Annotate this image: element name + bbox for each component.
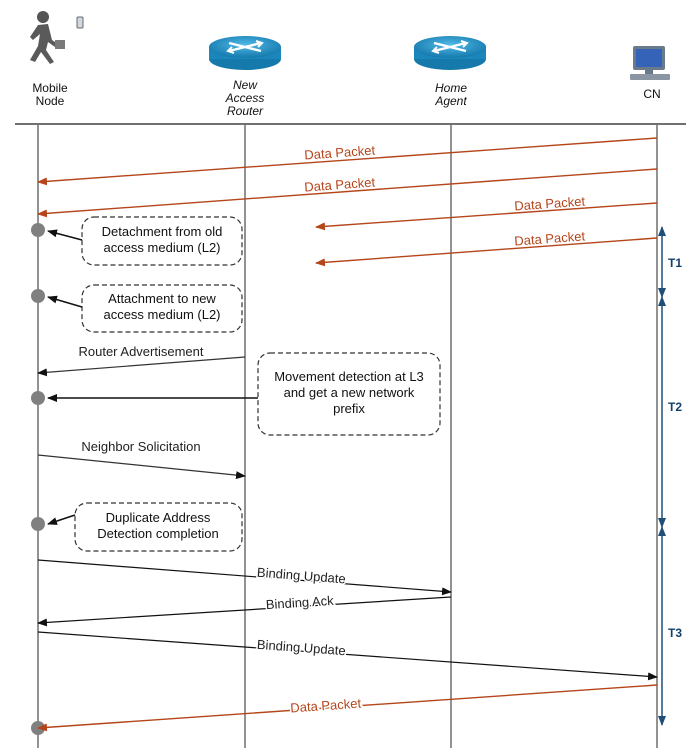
message-label-binding-ack: Binding Ack (265, 593, 334, 612)
note-pointer-arrow (47, 295, 83, 308)
note-text-attachment: access medium (L2) (103, 307, 220, 322)
note-text-movement-detection: and get a new network (284, 385, 415, 400)
data-packet-arrow (315, 237, 658, 267)
note-text-movement-detection: prefix (333, 401, 365, 416)
router-advertisement-arrow (37, 356, 246, 377)
interval-label-t2: T2 (668, 400, 682, 414)
entity-label-cn: CN (643, 87, 660, 101)
message-label-data-packet-2: Data Packet (304, 174, 376, 194)
note-text-detachment: access medium (L2) (103, 240, 220, 255)
entity-label-nar: Router (227, 104, 264, 118)
note-text-dad: Detection completion (97, 526, 218, 541)
data-packet-arrow (315, 202, 658, 231)
message-label-data-packet-4: Data Packet (514, 228, 586, 248)
data-packet-arrow (37, 168, 658, 218)
note-pointer-arrow (47, 229, 83, 241)
message-label-binding-update-ha: Binding Update (256, 565, 346, 587)
entity-label-ha: Agent (434, 94, 467, 108)
computer-icon (630, 46, 670, 80)
note-text-attachment: Attachment to new (108, 291, 216, 306)
event-dot (31, 223, 45, 237)
binding-update-arrow (37, 631, 658, 681)
interval-label-t1: T1 (668, 256, 682, 270)
note-dad (74, 502, 243, 552)
note-text-movement-detection: Movement detection at L3 (274, 369, 424, 384)
message-label-data-packet-5: Data Packet (290, 696, 362, 716)
router-icon (414, 36, 486, 70)
event-dot (31, 517, 45, 531)
message-label-binding-update-cn: Binding Update (256, 637, 346, 658)
message-label-router-advertisement: Router Advertisement (78, 344, 203, 359)
data-packet-arrow (37, 137, 658, 186)
router-icon (209, 36, 281, 70)
note-detachment (81, 216, 243, 266)
message-label-neighbor-solicitation: Neighbor Solicitation (81, 439, 200, 454)
entity-label-ha: Home (435, 81, 467, 95)
note-attachment (81, 284, 243, 333)
binding-ack-arrow (37, 596, 452, 627)
entity-label-nar: New (233, 78, 258, 92)
neighbor-solicitation-arrow (37, 454, 246, 480)
message-label-data-packet-3: Data Packet (514, 194, 586, 214)
entity-label-nar: Access (225, 91, 265, 105)
binding-update-arrow (37, 559, 452, 596)
entity-label-mn: Mobile (32, 81, 68, 95)
note-movement-detection (257, 352, 441, 436)
note-text-detachment: Detachment from old (102, 224, 223, 239)
event-dot (31, 289, 45, 303)
person-walking-icon (30, 11, 84, 64)
entity-label-mn: Node (36, 94, 65, 108)
event-dot (31, 391, 45, 405)
interval-label-t3: T3 (668, 626, 682, 640)
note-pointer-arrow (47, 514, 76, 525)
note-text-dad: Duplicate Address (106, 510, 211, 525)
message-label-data-packet-1: Data Packet (304, 142, 376, 162)
data-packet-arrow (37, 684, 658, 732)
